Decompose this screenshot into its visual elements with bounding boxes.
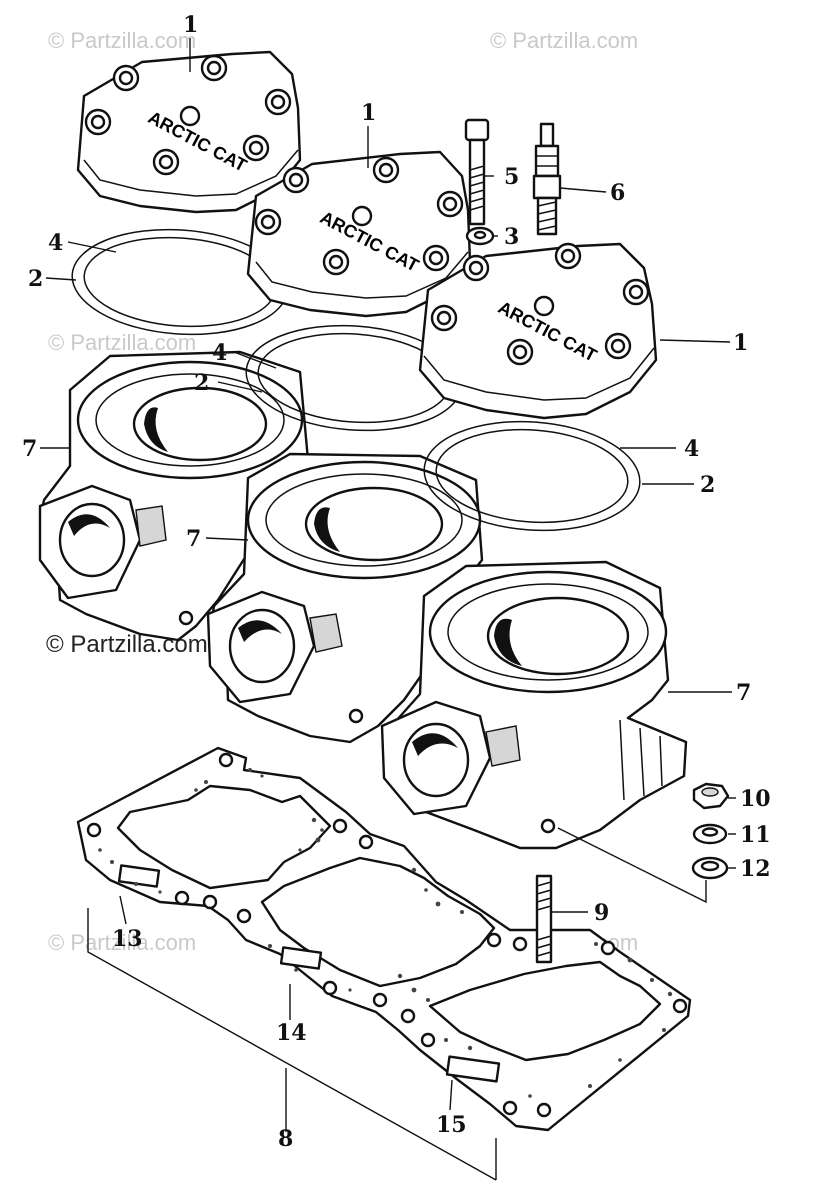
cylinder-head-middle: ARCTIC CAT bbox=[246, 150, 472, 318]
cylinder-middle bbox=[206, 452, 484, 744]
callout-4: 4 bbox=[212, 340, 227, 366]
callout-12: 12 bbox=[740, 856, 771, 882]
callouts: 1 1 1 2 2 2 3 4 4 4 5 6 7 7 7 8 9 10 11 … bbox=[22, 12, 771, 1152]
callout-11: 11 bbox=[740, 822, 771, 848]
callout-1: 1 bbox=[733, 330, 748, 356]
callout-15: 15 bbox=[436, 1112, 467, 1138]
stud bbox=[535, 874, 553, 964]
callout-4: 4 bbox=[48, 230, 63, 256]
callout-7: 7 bbox=[22, 436, 37, 462]
callout-6: 6 bbox=[610, 180, 625, 206]
callout-2: 2 bbox=[28, 266, 43, 292]
cylinder-head-left: ARCTIC CAT bbox=[76, 50, 302, 214]
callout-1: 1 bbox=[361, 100, 376, 126]
callout-7: 7 bbox=[186, 526, 201, 552]
callout-10: 10 bbox=[740, 786, 771, 812]
callout-2: 2 bbox=[700, 472, 715, 498]
callout-4: 4 bbox=[684, 436, 699, 462]
washer bbox=[465, 226, 495, 246]
callout-1: 1 bbox=[183, 12, 198, 38]
flat-washer bbox=[691, 856, 729, 880]
leader-lines bbox=[40, 38, 736, 1181]
callout-5: 5 bbox=[504, 164, 519, 190]
watermark-text: © Partzilla.com bbox=[48, 930, 196, 955]
callout-2: 2 bbox=[194, 370, 209, 396]
cylinder-head-right: ARCTIC CAT bbox=[418, 242, 658, 420]
callout-7: 7 bbox=[736, 680, 751, 706]
callout-9: 9 bbox=[594, 900, 609, 926]
callout-13: 13 bbox=[112, 926, 143, 952]
spark-plug bbox=[532, 122, 562, 236]
nut bbox=[692, 782, 730, 810]
gasket-texture bbox=[98, 768, 673, 1098]
cylinder-right bbox=[380, 560, 688, 850]
head-bolt bbox=[464, 118, 490, 226]
callout-8: 8 bbox=[278, 1126, 293, 1152]
watermark-text: © Partzilla.com bbox=[48, 28, 196, 53]
callout-14: 14 bbox=[276, 1020, 307, 1046]
watermark-text: © Partzilla.com bbox=[490, 28, 638, 53]
base-gasket bbox=[76, 746, 692, 1132]
callout-3: 3 bbox=[504, 224, 519, 250]
cylinder-left bbox=[38, 350, 310, 642]
lock-washer bbox=[692, 823, 728, 845]
